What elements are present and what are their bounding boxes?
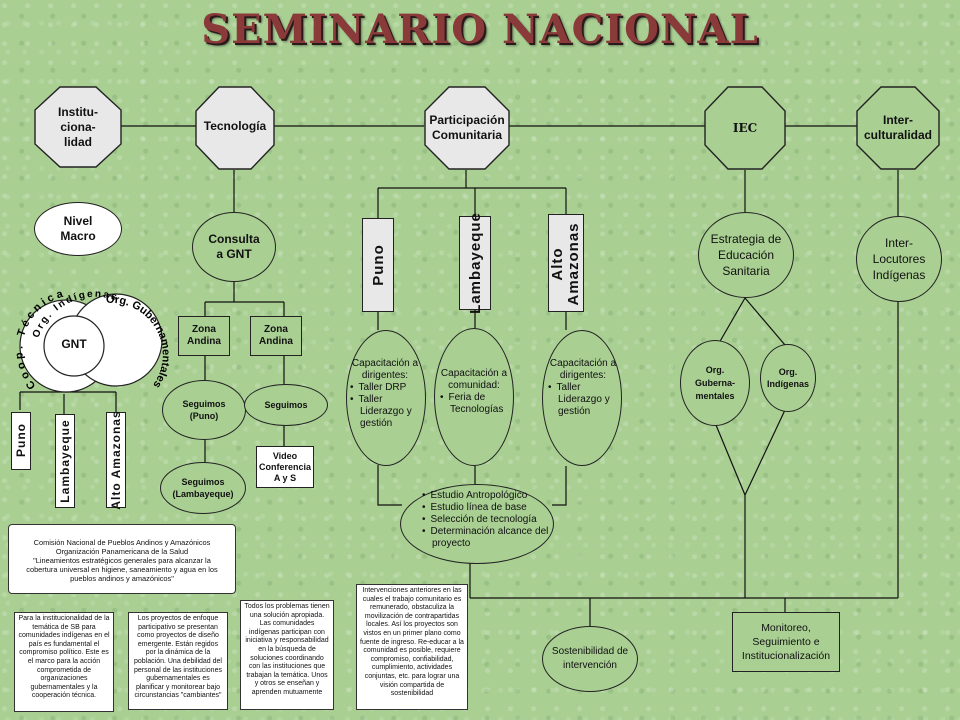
cap-lambayeque-title: Capacitación a comunidad: [440, 368, 508, 391]
region-lambayeque-label: Lambayeque [466, 212, 484, 314]
seguimos-lambayeque-ellipse: Seguimos (Lambayeque) [160, 462, 246, 514]
region-box-alto [548, 214, 584, 312]
octagon-participacion [424, 86, 510, 170]
region-box-lambayeque [459, 216, 491, 310]
left-region-lambayeque: Lambayeque [58, 419, 72, 503]
estudio-item: Estudio línea de base [431, 502, 556, 514]
zona-andina-2-label: Zona Andina [259, 324, 293, 347]
seguimos-puno-ellipse: Seguimos (Puno) [162, 380, 246, 440]
octagon-institucionalidad-label: Institu- ciona- lidad [58, 104, 98, 149]
zona-andina-1: Zona Andina [178, 316, 230, 356]
nivel-macro-label: Nivel Macro [60, 214, 96, 243]
left-region-puno: Puno [14, 423, 28, 457]
comision-text: Comisión Nacional de Pueblos Andinos y A… [26, 538, 218, 583]
estudio-item: Selección de tecnología [431, 514, 556, 526]
locutores-ellipse: Inter- Locutores Indígenas [856, 216, 942, 302]
octagon-interculturalidad [856, 86, 940, 170]
estrategia-ellipse: Estrategia de Educación Sanitaria [698, 212, 794, 298]
sostenibilidad-ellipse: Sostenibilidad de intervención [542, 626, 638, 692]
octagon-tecnologia [195, 86, 275, 170]
cap-puno-content: Capacitación a dirigentes: Taller DRP Ta… [348, 358, 422, 430]
left-region-alto-amazonas: Alto Amazonas [109, 410, 123, 510]
cap-puno-item: Taller DRP [359, 382, 422, 394]
gnt-label: GNT [61, 337, 87, 351]
comision-scroll: Comisión Nacional de Pueblos Andinos y A… [8, 524, 236, 594]
cap-alto-content: Capacitación a dirigentes: Taller Lidera… [546, 358, 620, 418]
octagon-participacion-label: Participación Comunitaria [429, 113, 505, 142]
octagon-iec-label: IEC [732, 120, 758, 135]
org-gubernamentales-text: Org. Guberna- mentales [694, 364, 735, 401]
seguimos-label: Seguimos [264, 400, 308, 410]
note-box: Los proyectos de enfoque participativo s… [128, 612, 228, 710]
octagon-iec [704, 86, 786, 170]
cap-puno-item: Taller Liderazgo y gestión [359, 394, 422, 430]
venn-diagram: Org. Indígenas Coop. Técnica Org. Gubern… [13, 287, 170, 393]
octagon-interculturalidad-label: Inter- culturalidad [863, 113, 932, 142]
monitoreo-box: Monitoreo, Seguimiento e Institucionaliz… [732, 612, 840, 672]
nivel-macro-ellipse: Nivel Macro [34, 202, 122, 256]
video-conferencia-box: Video Conferencia A y S [256, 446, 314, 488]
left-region-box-lambayeque [55, 414, 75, 508]
sostenibilidad-label: Sostenibilidad de intervención [551, 646, 629, 671]
note-box: Para la institucionalidad de la temática… [14, 612, 114, 712]
cap-alto-title: Capacitación a dirigentes: [549, 358, 617, 381]
left-region-box-alto [106, 412, 126, 508]
octagon-institucionalidad [34, 86, 122, 168]
cap-alto-item: Taller Liderazgo y gestión [557, 382, 620, 418]
seguimos-puno-label: Seguimos (Puno) [182, 399, 226, 421]
note-box: Todos los problemas tienen una solución … [240, 600, 334, 710]
region-puno-label: Puno [369, 244, 387, 286]
zona-andina-2: Zona Andina [250, 316, 302, 356]
note-box: Intervenciones anteriores en las cuales … [356, 584, 468, 710]
cap-puno-title: Capacitación a dirigentes: [351, 358, 419, 381]
page-title: SEMINARIO NACIONAL [201, 6, 759, 53]
estudio-content: Estudio Antropológico Estudio línea de b… [420, 490, 556, 550]
cap-lambayeque-item: Feria de Tecnologías [449, 392, 510, 416]
seguimos-lambayeque-label: Seguimos (Lambayeque) [172, 477, 234, 499]
consulta-gnt-ellipse: Consulta a GNT [192, 212, 276, 282]
org-indigenas-ellipse: Org. Indígenas [760, 344, 816, 412]
region-alto-amazonas-label: Alto Amazonas [549, 222, 582, 306]
estudio-item: Determinación alcance del proyecto [431, 526, 556, 550]
estrategia-label: Estrategia de Educación Sanitaria [710, 232, 782, 278]
seguimos-ellipse: Seguimos [244, 384, 328, 426]
locutores-label: Inter- Locutores Indígenas [872, 236, 926, 282]
octagon-tecnologia-label: Tecnología [203, 118, 267, 133]
monitoreo-label: Monitoreo, Seguimiento e Institucionaliz… [741, 622, 831, 662]
zona-andina-1-label: Zona Andina [187, 324, 221, 347]
cap-lambayeque-content: Capacitación a comunidad: Feria de Tecno… [438, 368, 510, 416]
org-indigenas-text: Org. Indígenas [766, 367, 809, 389]
left-region-box-puno [11, 412, 31, 470]
estudio-item: Estudio Antropológico [431, 490, 556, 502]
video-conferencia-label: Video Conferencia A y S [258, 450, 311, 483]
region-box-puno [362, 218, 394, 312]
consulta-gnt-label: Consulta a GNT [208, 232, 260, 261]
org-gubernamentales-ellipse: Org. Guberna- mentales [680, 340, 750, 426]
